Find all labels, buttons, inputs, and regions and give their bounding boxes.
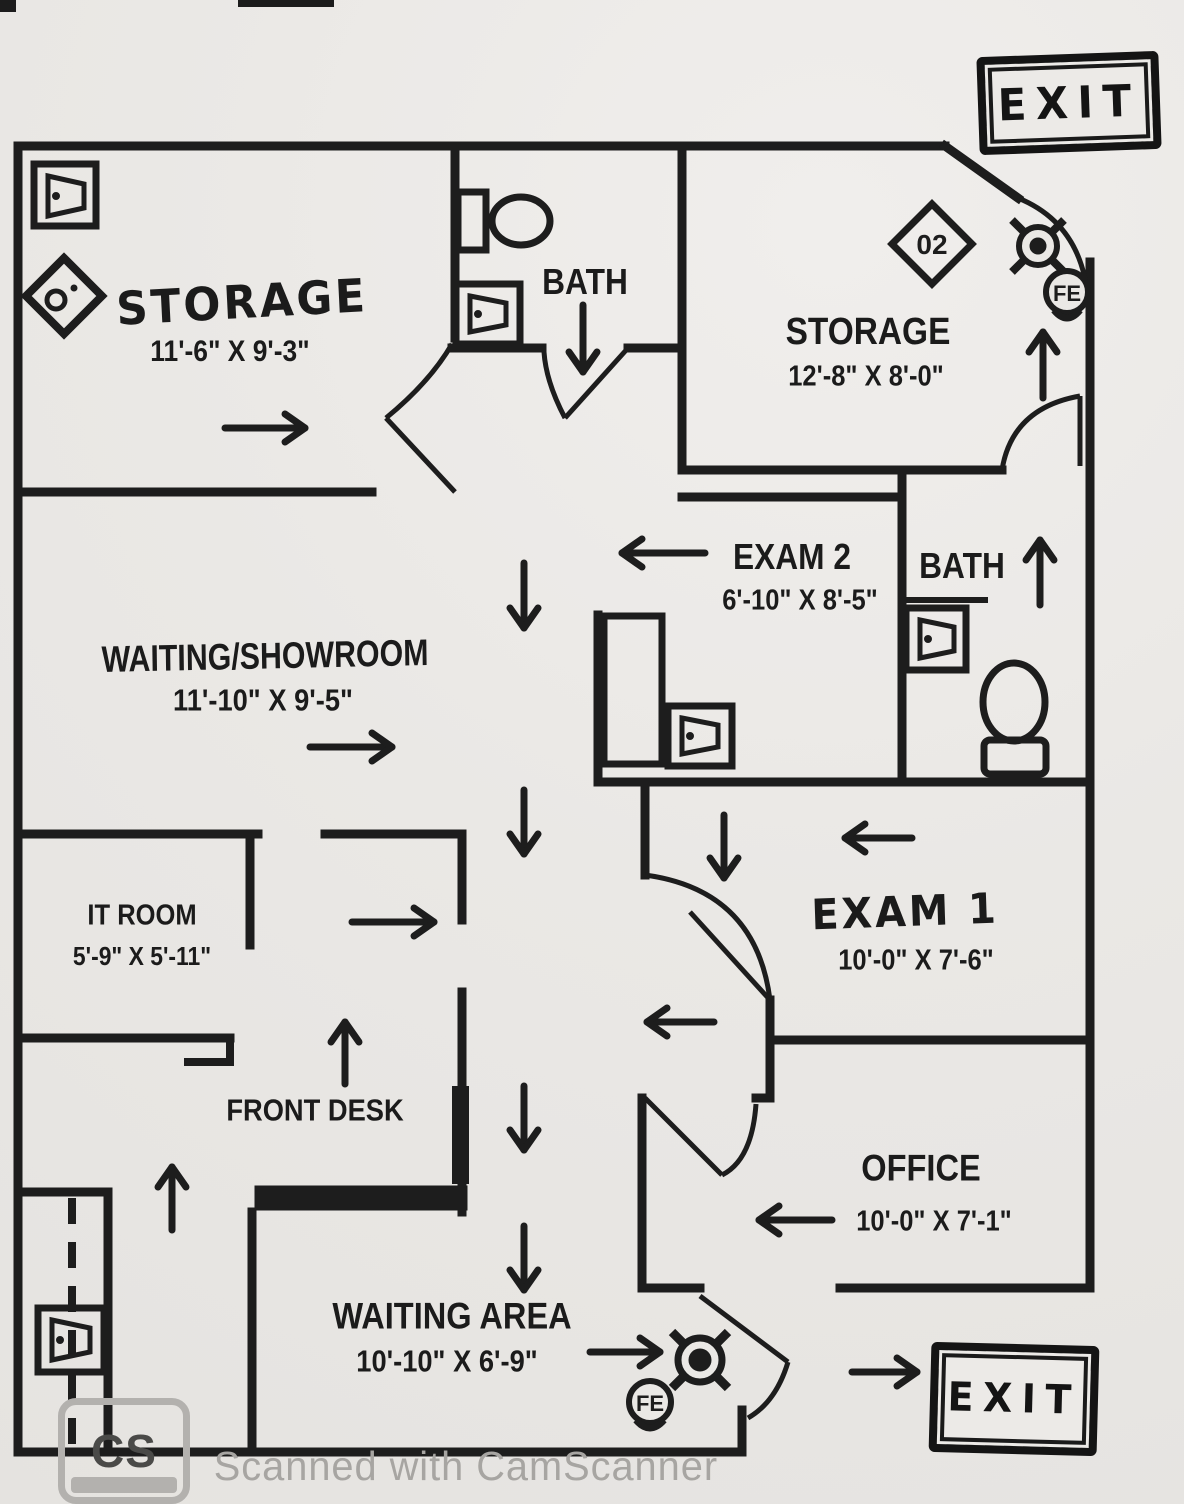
storage1-door: [384, 342, 457, 494]
fire-extinguisher-icon: FE: [626, 1378, 674, 1432]
room-label-exam1: EXAM 1: [810, 883, 1000, 940]
room-dims-exam1: 10'-0" X 7'-6": [838, 944, 994, 977]
walls: [13, 139, 1095, 1457]
sink-icon: [30, 160, 100, 230]
arrow-up-icon: [154, 1163, 190, 1234]
arrow-left-icon: [841, 820, 916, 856]
arrow-down-icon: [565, 301, 601, 376]
room-label-storage-top-right: STORAGE: [785, 311, 951, 353]
room-dims-office: 10'-0" X 7'-1": [856, 1205, 1012, 1238]
exit-sign-top: EXIT: [976, 50, 1162, 156]
arrow-down-icon: [506, 559, 542, 632]
room-dims-storage-top-right: 12'-8" X 8'-0": [788, 360, 944, 393]
room-dims-exam2: 6'-10" X 8'-5": [722, 584, 878, 617]
room-dims-storage-top-left: 11'-6" X 9'-3": [150, 335, 310, 368]
arrow-down-icon: [506, 786, 542, 858]
toilet-icon: [454, 188, 554, 254]
diamond-label: 02: [916, 229, 947, 260]
arrow-right-icon: [348, 904, 438, 940]
diamond-symbol-icon: [20, 252, 108, 340]
bath1-door: [541, 346, 630, 420]
arrow-down-icon: [506, 1222, 542, 1294]
camscanner-watermark: CS Scanned with CamScanner: [58, 1398, 726, 1504]
fire-extinguisher-icon: FE: [1043, 268, 1091, 322]
arrow-up-icon: [1022, 536, 1058, 609]
exam1-door: [644, 872, 773, 1002]
camscanner-badge-icon: CS: [58, 1398, 190, 1504]
arrow-left-icon: [755, 1202, 836, 1238]
outer-wall-left-top: [13, 141, 950, 1457]
sink-icon: [902, 597, 988, 674]
arrow-left-icon: [618, 535, 709, 571]
room-label-office: OFFICE: [861, 1147, 981, 1189]
fe-label: FE: [1053, 281, 1081, 306]
room-dims-waiting-area: 10'-10" X 6'-9": [356, 1343, 538, 1379]
room-dims-waiting-showroom: 11'-10" X 9'-5": [173, 682, 353, 718]
room-label-bath-right: BATH: [919, 545, 1005, 586]
arrow-right-icon: [586, 1334, 664, 1370]
camscanner-watermark-text: Scanned with CamScanner: [213, 1443, 719, 1489]
plan-symbols: 02 FE: [20, 199, 1091, 1432]
room-label-bath-top: BATH: [542, 261, 628, 302]
exit-door-bottom: [698, 1294, 791, 1421]
camscanner-badge-text: CS: [91, 1425, 157, 1477]
fixtures: [30, 160, 1050, 1376]
arrow-down-icon: [706, 811, 742, 882]
fe-label: FE: [636, 1391, 664, 1416]
sink-icon: [664, 702, 736, 770]
arrow-left-icon: [643, 1004, 718, 1040]
light-fixture-icon: [1009, 217, 1067, 275]
arrow-right-icon: [306, 729, 396, 765]
room-label-waiting-showroom: WAITING/SHOWROOM: [101, 632, 429, 680]
scan-artifact: [238, 0, 334, 7]
light-fixture-icon: [668, 1328, 732, 1392]
room-label-storage-top-left: STORAGE: [115, 268, 369, 336]
flow-arrows: [154, 301, 1061, 1390]
room-label-exam2: EXAM 2: [733, 536, 851, 577]
toilet-icon: [979, 659, 1050, 778]
arrow-right-icon: [221, 410, 309, 446]
exit-sign-bottom: EXIT: [928, 1341, 1100, 1457]
diamond-02-icon: 02: [887, 199, 977, 289]
room-label-front-desk: FRONT DESK: [226, 1092, 404, 1128]
arrow-up-icon: [1025, 328, 1061, 402]
front-desk-counter: [184, 1038, 469, 1211]
room-dims-it-room: 5'-9" X 5'-11": [72, 941, 212, 971]
outer-wall-top-right-chamfer: [938, 139, 1025, 205]
room-label-waiting-area: WAITING AREA: [332, 1295, 572, 1337]
sink-icon: [34, 1304, 108, 1376]
exam2-counter: [600, 612, 666, 768]
arrow-up-icon: [327, 1018, 363, 1088]
exit-sign-bottom-label: EXIT: [946, 1374, 1082, 1424]
room-label-it-room: IT ROOM: [87, 899, 197, 932]
arrow-right-icon: [848, 1354, 921, 1390]
arrow-down-icon: [506, 1082, 542, 1154]
storage2-door: [999, 393, 1083, 471]
office-door: [643, 1096, 759, 1178]
exit-sign-top-label: EXIT: [996, 75, 1142, 131]
sink-icon: [452, 280, 524, 348]
scan-artifact: [0, 0, 16, 12]
